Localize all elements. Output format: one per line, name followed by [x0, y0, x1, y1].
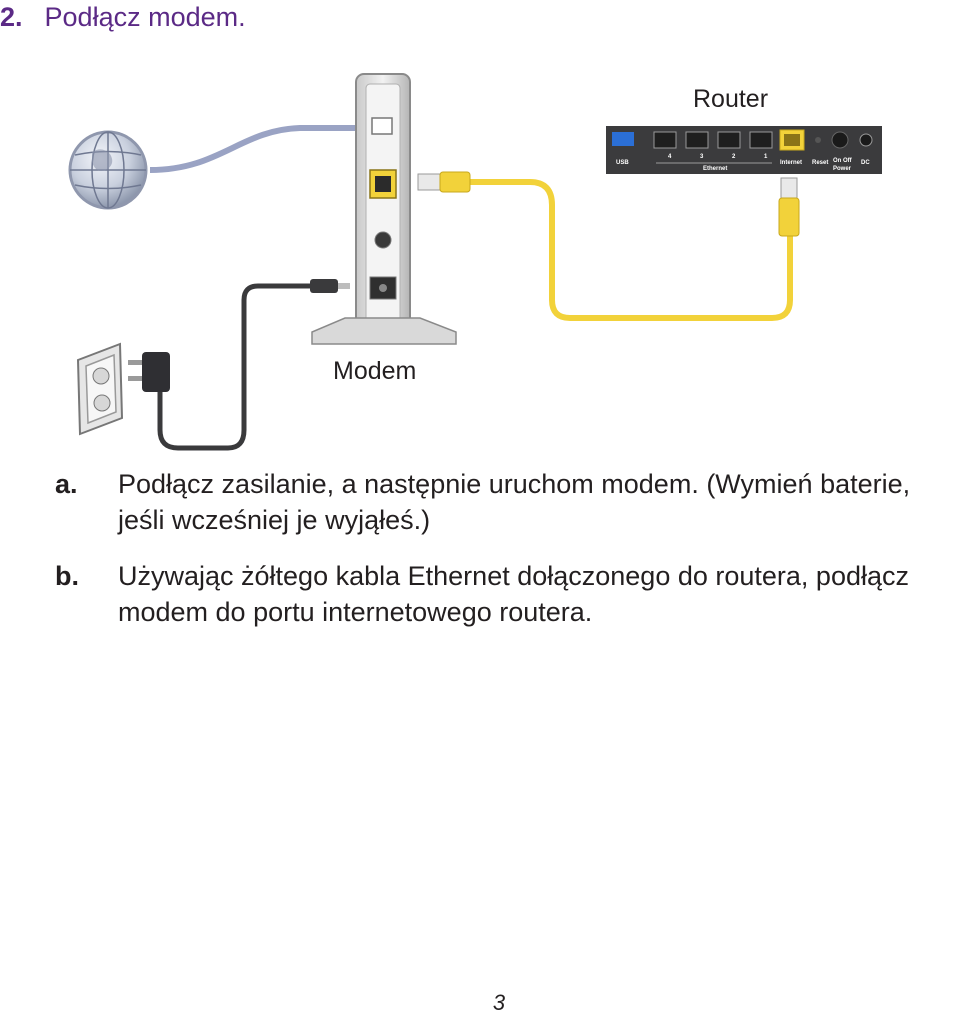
step-a-letter: a.	[55, 469, 78, 499]
step-b: b. Używając żółtego kabla Ethernet dołąc…	[0, 558, 960, 630]
router-device: USB 4 3 2 1 Ethernet Internet Reset On O…	[606, 126, 882, 174]
coax-cable	[149, 125, 372, 173]
ethernet-cable	[470, 179, 793, 321]
router-port-label-dc: DC	[861, 160, 870, 166]
step-a: a. Podłącz zasilanie, a następnie urucho…	[0, 466, 960, 538]
section-title: Podłącz modem.	[44, 2, 246, 32]
power-button-icon	[374, 231, 392, 249]
router-port-label-power: Power	[833, 166, 852, 172]
section-heading: 2. Podłącz modem.	[0, 0, 246, 34]
router-port-label-1: 1	[764, 154, 768, 160]
step-a-text: Podłącz zasilanie, a następnie uruchom m…	[118, 469, 911, 535]
router-power-button-icon	[831, 131, 849, 149]
connection-diagram: USB 4 3 2 1 Ethernet Internet Reset On O…	[68, 73, 882, 451]
power-adapter-icon	[128, 352, 170, 392]
ethernet-connector-modem-end	[417, 171, 471, 193]
ethernet-connector-router-end	[778, 177, 800, 237]
router-label: Router	[693, 85, 768, 113]
router-port-label-internet: Internet	[780, 160, 802, 166]
router-port-label-4: 4	[668, 154, 672, 160]
router-port-label-2: 2	[732, 154, 736, 160]
usb-port-icon	[612, 132, 634, 146]
section-number: 2.	[0, 2, 23, 32]
globe-icon	[68, 130, 148, 210]
router-port-label-usb: USB	[616, 160, 629, 166]
power-plug-icon	[310, 279, 350, 293]
ethernet-ports	[653, 131, 773, 149]
router-port-label-off: Off	[843, 158, 853, 164]
router-port-label-reset: Reset	[812, 160, 828, 166]
dc-port-icon	[859, 133, 873, 147]
phone-port-icon	[371, 117, 393, 135]
router-port-label-on: On	[833, 158, 842, 164]
power-cable	[157, 283, 310, 451]
reset-button-icon	[815, 137, 821, 143]
step-b-letter: b.	[55, 561, 79, 591]
step-b-text: Używając żółtego kabla Ethernet dołączon…	[118, 561, 909, 627]
modem-device	[311, 73, 457, 345]
router-port-label-ethernet: Ethernet	[703, 166, 727, 172]
wall-outlet-icon	[76, 342, 124, 436]
modem-stand	[311, 317, 457, 345]
router-port-label-3: 3	[700, 154, 704, 160]
page-number: 3	[492, 990, 506, 1015]
modem-label: Modem	[333, 357, 416, 385]
